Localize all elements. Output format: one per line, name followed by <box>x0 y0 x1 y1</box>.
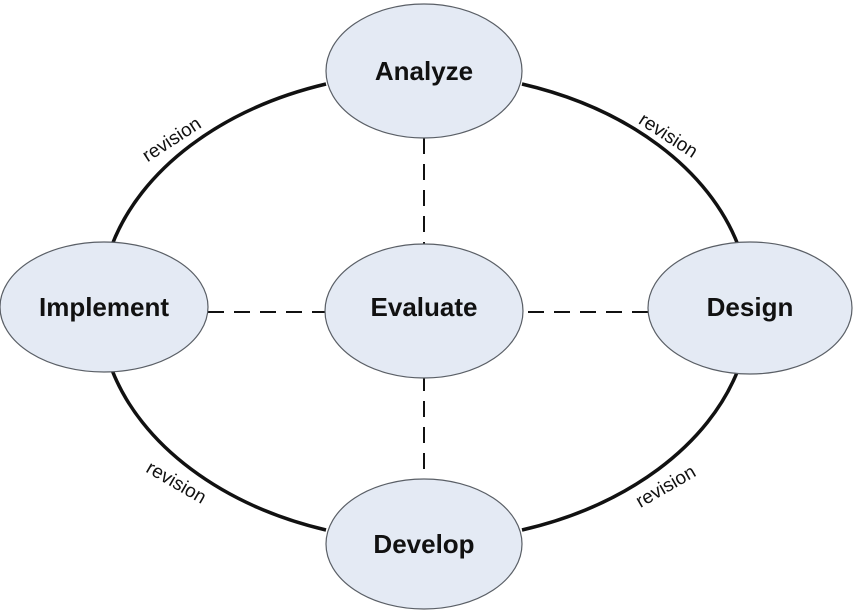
revision-label-design-develop: revision <box>632 462 699 513</box>
cycle-arcs <box>110 82 740 532</box>
arc-design-develop <box>521 369 740 532</box>
node-design-label: Design <box>707 292 794 322</box>
node-implement-label: Implement <box>39 292 169 322</box>
arc-develop-implement <box>110 369 327 532</box>
evaluate-spokes <box>208 138 652 482</box>
node-analyze: Analyze <box>325 3 523 139</box>
node-evaluate: Evaluate <box>324 243 524 379</box>
node-develop: Develop <box>325 478 523 610</box>
arc-analyze-design <box>521 82 740 246</box>
arc-implement-analyze <box>110 82 327 246</box>
node-implement: Implement <box>0 241 209 373</box>
node-evaluate-label: Evaluate <box>371 292 478 322</box>
revision-label-develop-implement: revision <box>142 458 209 509</box>
node-analyze-label: Analyze <box>375 56 473 86</box>
node-design: Design <box>647 241 853 375</box>
node-develop-label: Develop <box>373 529 474 559</box>
